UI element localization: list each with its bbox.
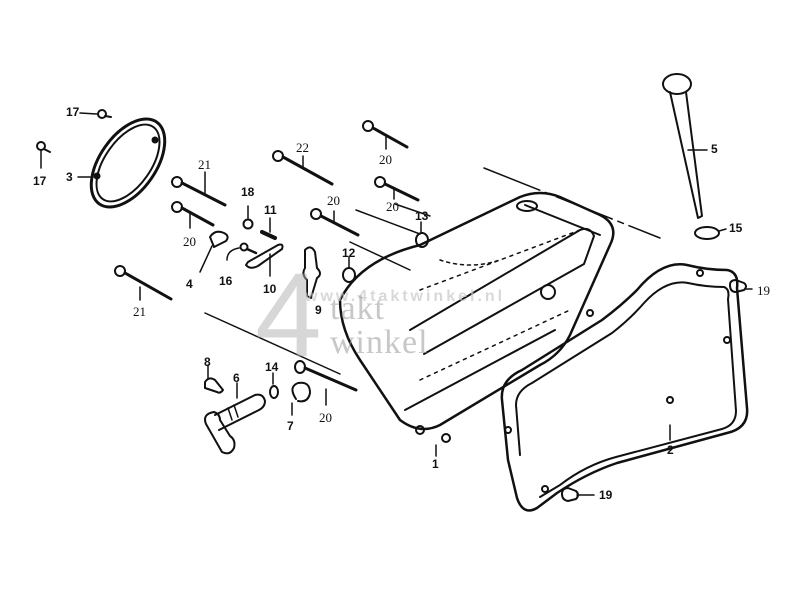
nut-part-18 [242, 205, 254, 230]
callout-19: 19 [757, 283, 770, 298]
callout-6: 6 [233, 371, 240, 385]
callout-20: 20 [386, 199, 399, 214]
callout-10: 10 [263, 282, 277, 296]
callout-15: 15 [729, 221, 743, 235]
crankcase-cover-part-1 [338, 191, 615, 457]
bolt-part-20-center [310, 208, 360, 237]
bolt-part-22 [272, 150, 334, 186]
dowel-pin-part-19-lower [561, 487, 595, 502]
callout-22: 22 [296, 140, 309, 155]
callout-3: 3 [66, 170, 73, 184]
callout-20: 20 [379, 152, 392, 167]
bolt-part-21-lower [114, 265, 173, 301]
callout-8: 8 [204, 355, 211, 369]
bolt-part-20-lower [294, 360, 358, 406]
dowel-pin-part-19-upper [729, 279, 753, 293]
callout-17: 17 [33, 174, 47, 188]
callout-20: 20 [327, 193, 340, 208]
circlip-part-7 [291, 381, 311, 416]
ring-cover-part-3 [89, 117, 167, 209]
plate-part-10 [245, 243, 284, 277]
callout-7: 7 [287, 419, 294, 433]
callout-21: 21 [133, 304, 146, 319]
gasket-part-2 [500, 263, 749, 512]
bracket-part-9 [302, 246, 321, 299]
callout-12: 12 [342, 246, 356, 260]
callout-17: 17 [66, 105, 80, 119]
bolt-part-20-left [171, 201, 215, 229]
callout-4: 4 [186, 277, 193, 291]
callout-9: 9 [315, 303, 322, 317]
dipstick-part-5 [662, 73, 708, 219]
callout-18: 18 [241, 185, 255, 199]
callout-19: 19 [599, 488, 613, 502]
callout-2: 2 [667, 443, 674, 457]
clip-part-4 [199, 230, 229, 273]
bolt-part-21-upper [171, 171, 227, 207]
callout-5: 5 [711, 142, 718, 156]
screw-part-16 [226, 242, 258, 261]
screw-part-17-top [79, 109, 112, 119]
callout-20: 20 [183, 234, 196, 249]
callout-11: 11 [264, 203, 277, 217]
kick-starter-shaft-part-6 [204, 382, 266, 455]
bolt-part-20-top [362, 120, 409, 150]
callout-20: 20 [319, 410, 332, 425]
callout-14: 14 [265, 360, 279, 374]
callout-16: 16 [219, 274, 233, 288]
screw-part-17-left [36, 141, 51, 169]
callout-21: 21 [198, 157, 211, 172]
collar-part-12 [342, 256, 356, 283]
alignment-lines [204, 167, 661, 375]
bolt-part-8 [204, 364, 224, 394]
bolt-part-20-mid [374, 176, 420, 202]
pin-part-11 [260, 217, 277, 240]
callout-13: 13 [415, 209, 429, 223]
callout-1: 1 [432, 457, 439, 471]
o-ring-part-15 [694, 226, 727, 240]
o-ring-part-14 [269, 372, 279, 399]
